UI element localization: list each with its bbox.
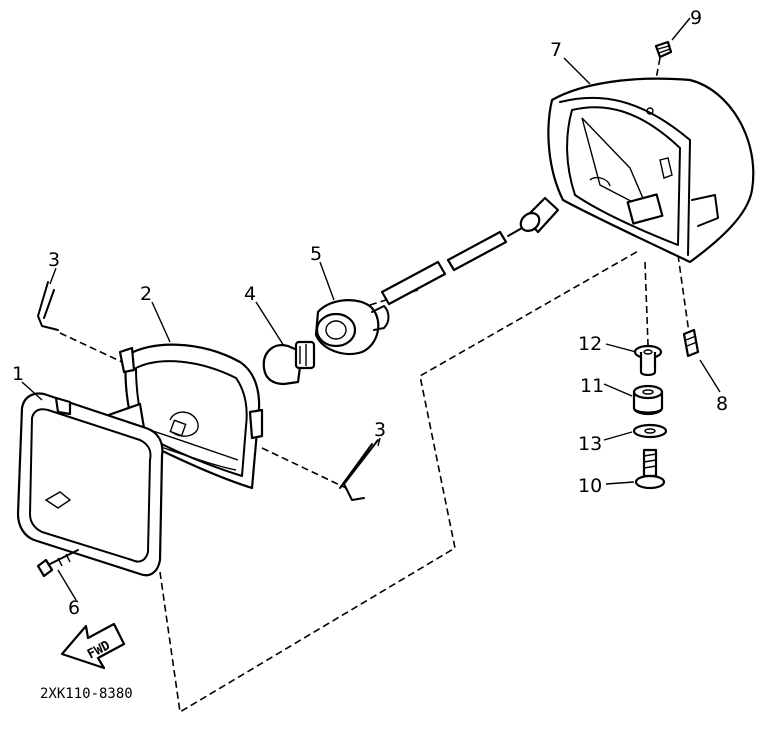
callout-1: 1 — [12, 363, 24, 385]
housing — [547, 77, 755, 264]
callout-6: 6 — [68, 597, 80, 619]
clip-left — [37, 281, 59, 331]
callout-7: 7 — [550, 39, 562, 61]
leader-lines — [21, 17, 721, 601]
screw-8 — [682, 328, 700, 358]
callout-4: 4 — [244, 283, 256, 305]
screw-6 — [36, 549, 79, 578]
callout-3-left: 3 — [48, 249, 60, 271]
callout-9: 9 — [690, 7, 702, 29]
callout-10: 10 — [578, 475, 602, 497]
callout-8: 8 — [716, 393, 728, 415]
clip-right — [339, 439, 379, 501]
callout-12: 12 — [578, 333, 602, 355]
drawing-code: 2XK110-8380 — [40, 686, 133, 702]
callout-labels: 1 2 3 3 4 5 6 7 8 9 10 11 12 13 — [12, 7, 728, 619]
collar-12 — [633, 344, 663, 377]
callout-3-right: 3 — [374, 419, 386, 441]
socket-and-cord — [314, 196, 560, 356]
callout-11: 11 — [580, 375, 604, 397]
grommet-11 — [632, 384, 664, 416]
callout-5: 5 — [310, 243, 322, 265]
bolt-10 — [634, 448, 666, 490]
callout-13: 13 — [578, 433, 602, 455]
rim — [16, 392, 164, 577]
fwd-arrow: FWD — [60, 622, 126, 670]
bulb — [262, 340, 316, 386]
washer-13 — [632, 423, 668, 439]
screw-9 — [654, 40, 673, 59]
callout-2: 2 — [140, 283, 152, 305]
